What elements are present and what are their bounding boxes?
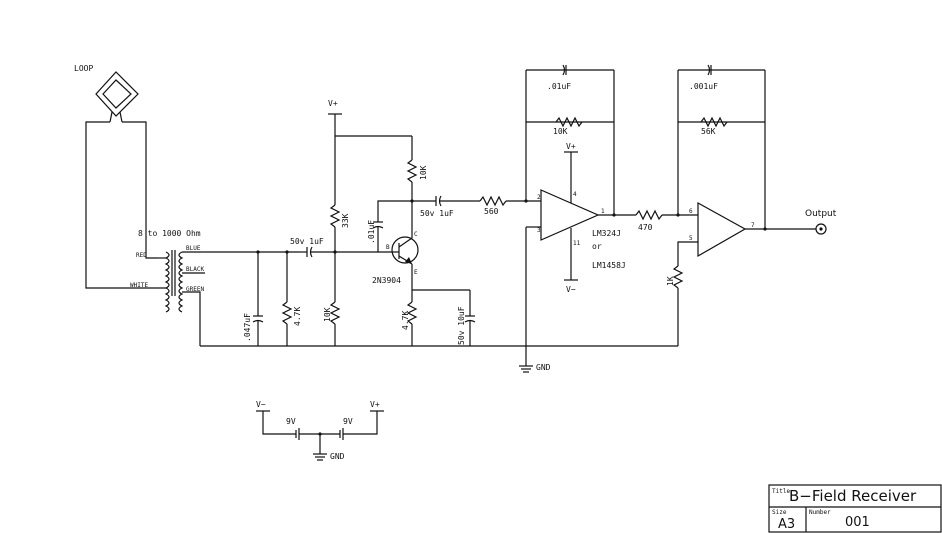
c-01-fb-label: .01uF <box>547 82 571 91</box>
q-base-label: B <box>386 244 390 251</box>
wire-black-label: BLACK <box>186 266 204 273</box>
pin4-label: 4 <box>573 191 577 198</box>
loop-antenna: LOOP <box>74 64 158 289</box>
c-01-cb: .01uF <box>367 200 412 252</box>
r-33k-label: 33K <box>341 213 350 228</box>
pin2-label: 2 <box>537 194 541 201</box>
c-50v10-label: 50v 10uF <box>457 306 466 345</box>
stage2-coupling: 50v 1uF 560 <box>412 195 541 218</box>
c-50v1-in: 50v 1uF <box>290 237 392 258</box>
opamp-label: LM324J <box>592 229 621 238</box>
wire-green-label: GREEN <box>186 286 204 293</box>
wire-blue-label: BLUE <box>186 245 201 252</box>
pin1-label: 1 <box>601 208 605 215</box>
ground-rail: GND <box>200 345 678 373</box>
r-4k7-input-label: 4.7K <box>293 307 302 326</box>
wire-red-label: RED <box>136 252 147 259</box>
r-10k-fb-label: 10K <box>553 127 568 136</box>
loop-label: LOOP <box>74 64 93 73</box>
r-4k7-emitter-label: 4.7K <box>401 311 410 330</box>
batt2-label: 9V <box>343 417 353 426</box>
c-50v1-out-label: 50v 1uF <box>420 209 454 218</box>
or-label: or <box>592 242 602 251</box>
vplus-op-label: V+ <box>566 142 576 151</box>
r-1k-label: 1K <box>666 276 675 286</box>
wire-white-label: WHITE <box>130 282 148 289</box>
title-block: Title B−Field Receiver Size A3 Number 00… <box>768 484 942 533</box>
opamp-1: V+ V− 2 3 1 4 11 LM324J or LM1458J <box>524 69 636 346</box>
emitter-network: 4.7K 50v 10uF <box>401 289 476 346</box>
size-field-label: Size <box>772 509 787 516</box>
vminus-op-label: V− <box>566 285 576 294</box>
feedback-1: .01uF 10K <box>547 64 583 136</box>
r-4k7-input: 4.7K <box>281 250 302 346</box>
batt-vminus-label: V− <box>256 400 266 409</box>
c-01-cb-label: .01uF <box>367 220 376 244</box>
transformer-label: 8 to 1000 Ohm <box>138 229 201 238</box>
r-10k-collector: 10K <box>406 136 428 228</box>
r-10k-collector-label: 10K <box>419 165 428 180</box>
opamp-alt-label: LM1458J <box>592 261 626 270</box>
transformer: 8 to 1000 Ohm RED WHITE BLUE BLACK GREEN <box>130 229 300 346</box>
c-50v1-in-label: 50v 1uF <box>290 237 324 246</box>
transistor-2n3904: B C E 2N3904 <box>372 228 419 290</box>
c-047-label: .047uF <box>243 313 252 342</box>
title-field-label: Title <box>772 488 790 495</box>
c-047: .047uF <box>243 250 264 346</box>
number-field-label: Number <box>809 509 831 516</box>
pin11-label: 11 <box>573 240 581 247</box>
pin7-label: 7 <box>751 222 755 229</box>
drawing-number: 001 <box>845 515 870 530</box>
batt-gnd-label: GND <box>330 452 345 461</box>
output-label: Output <box>805 209 837 219</box>
transistor-label: 2N3904 <box>372 276 401 285</box>
vplus-top-label: V+ <box>328 99 338 108</box>
r-560-label: 560 <box>484 207 499 216</box>
r-10k-base-label: 10K <box>323 307 332 322</box>
drawing-size: A3 <box>778 517 795 532</box>
batt1-label: 9V <box>286 417 296 426</box>
battery-supply: V− V+ 9V 9V GND <box>256 400 384 461</box>
stage3: 470 <box>635 209 698 232</box>
bias-network: V+ 33K 10K <box>323 99 412 346</box>
r-470-label: 470 <box>638 223 653 232</box>
drawing-title: B−Field Receiver <box>789 487 917 505</box>
r-56k-label: 56K <box>701 127 716 136</box>
gnd-label: GND <box>536 363 551 372</box>
q-collector-label: C <box>414 231 418 238</box>
pin6-label: 6 <box>689 208 693 215</box>
batt-vplus-label: V+ <box>370 400 380 409</box>
pin3-label: 3 <box>537 227 541 234</box>
c-001-fb-label: .001uF <box>689 82 718 91</box>
q-emitter-label: E <box>414 269 418 276</box>
output-terminal: Output <box>805 209 837 235</box>
pin5-label: 5 <box>689 235 693 242</box>
opamp-2: 6 5 7 1K <box>666 69 816 346</box>
feedback-2: .001uF 56K <box>689 64 728 136</box>
